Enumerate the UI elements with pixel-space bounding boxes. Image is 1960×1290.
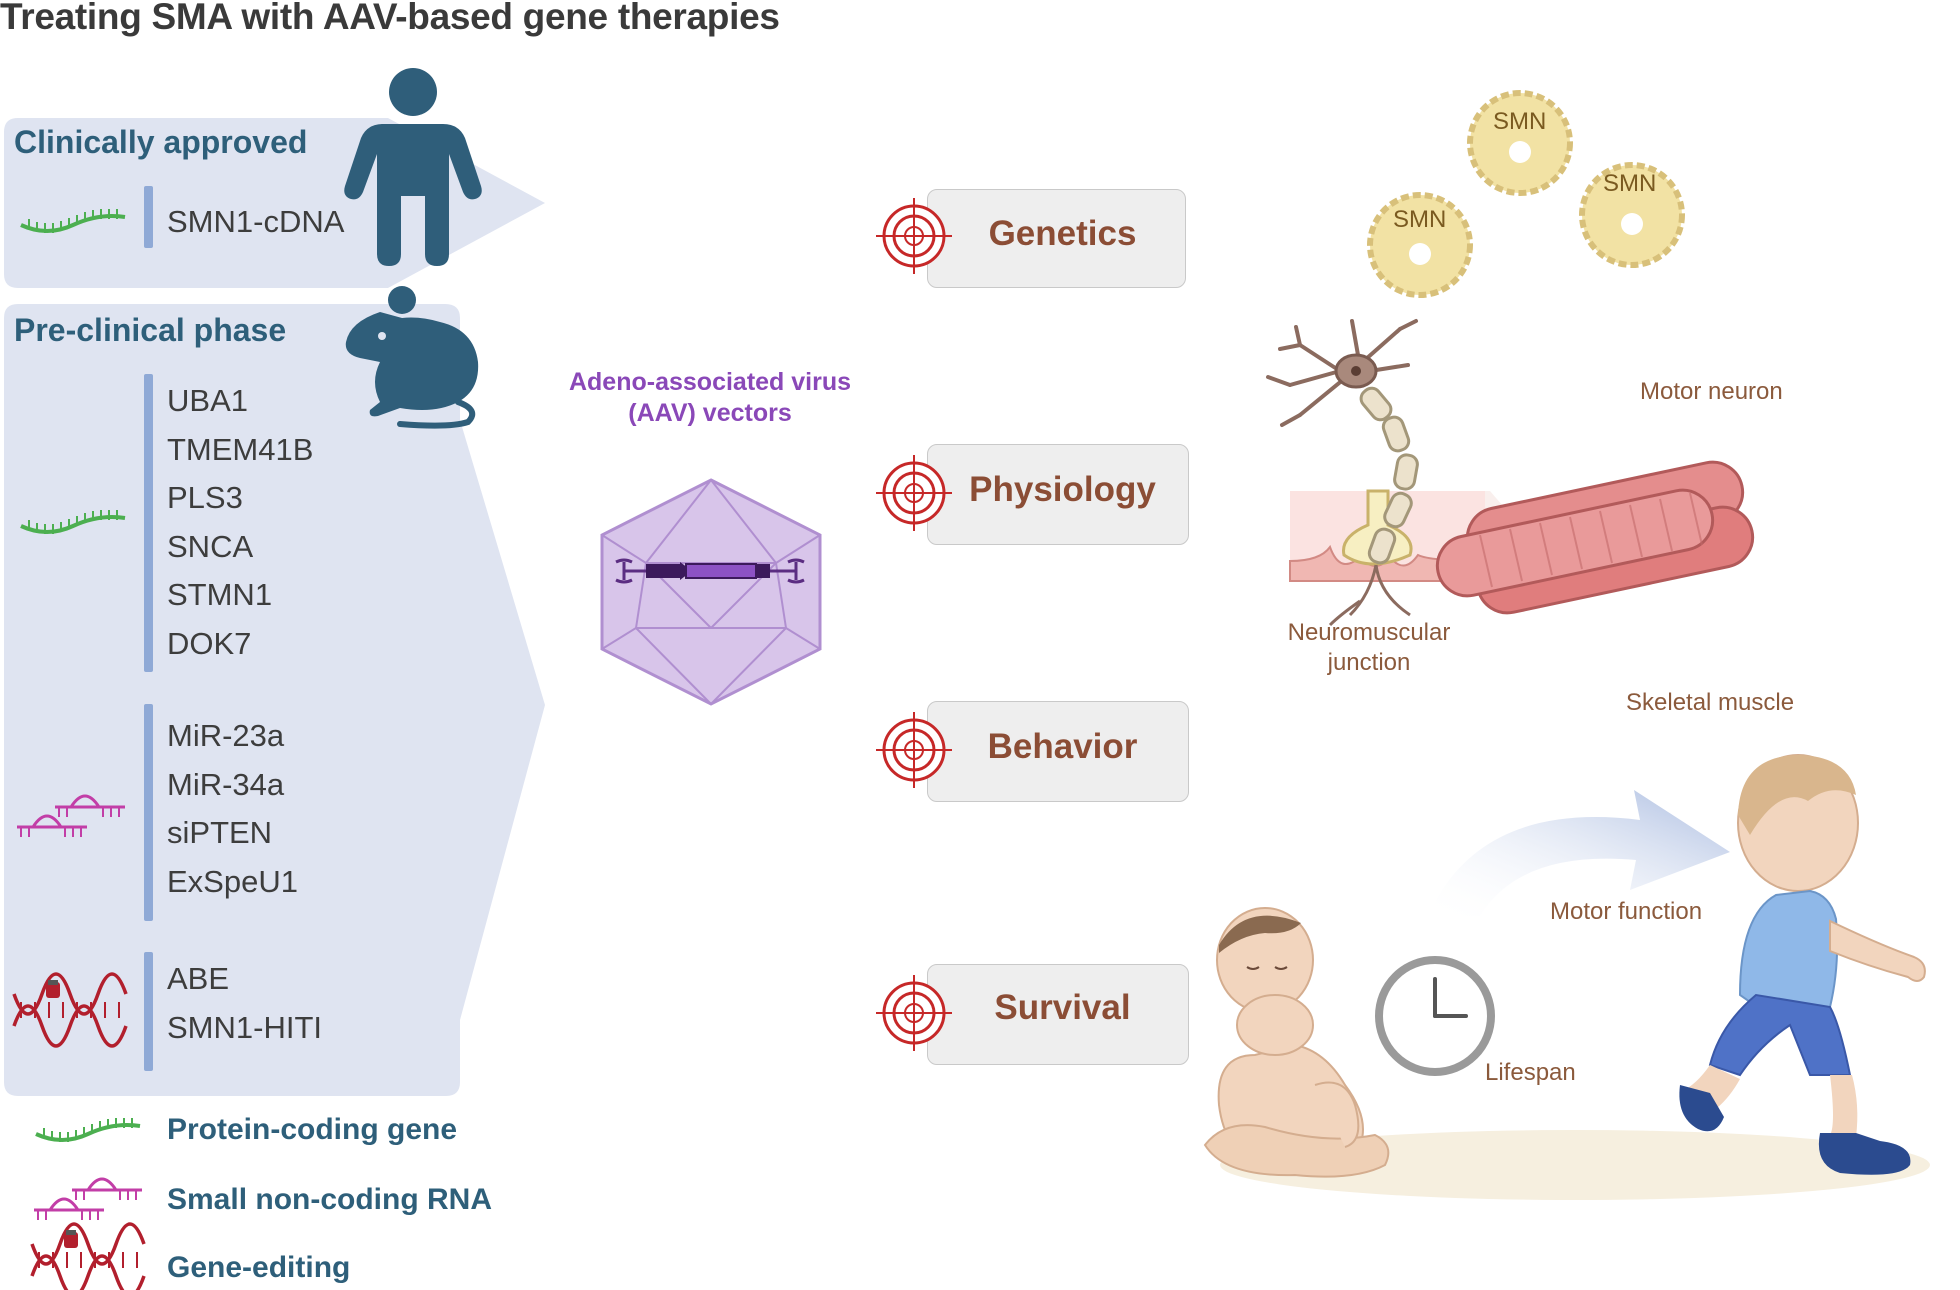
clinical-bar [144, 186, 153, 248]
gene-editing-list: ABE SMN1-HITI [167, 955, 322, 1052]
target-icon [876, 198, 952, 274]
lifespan-label: Lifespan [1485, 1059, 1576, 1086]
target-tag-physiology [927, 444, 1189, 545]
motor-neuron-label: Motor neuron [1640, 378, 1783, 405]
human-icon [344, 68, 482, 266]
gene-strand-icon [20, 209, 126, 233]
small-rna-icon [17, 794, 125, 837]
target-tag-genetics [927, 189, 1186, 288]
dna-helix-icon [12, 972, 128, 1048]
nmj-label-line2: junction [1327, 649, 1411, 676]
target-tag-behavior [927, 701, 1189, 802]
baby-icon [1203, 907, 1390, 1178]
nmj-label: Neuromuscular junction [1274, 618, 1464, 678]
small-rna-list: MiR-23a MiR-34a siPTEN ExSpeU1 [167, 712, 298, 906]
nmj-label-line1: Neuromuscular [1287, 619, 1451, 646]
aav-label-line2: (AAV) vectors [628, 399, 792, 427]
target-behavior: Behavior [987, 727, 1138, 766]
motor-neuron-muscle-illustration [1266, 319, 1755, 627]
target-icon [876, 975, 952, 1051]
gene-item: STMN1 [167, 577, 273, 612]
edit-item: SMN1-HITI [167, 1009, 322, 1045]
small-rna-icon [34, 1177, 142, 1220]
motor-function-label: Motor function [1550, 898, 1703, 925]
mouse-icon [345, 286, 479, 429]
smn-label: SMN [1393, 206, 1447, 233]
rna-item: MiR-34a [167, 766, 285, 802]
gene-item: SNCA [167, 528, 254, 564]
smn-protein-icon [1367, 192, 1473, 298]
rna-item: ExSpeU1 [167, 863, 298, 899]
aav-label-line1: Adeno-associated virus [568, 368, 852, 396]
smn-label: SMN [1603, 170, 1657, 197]
rna-item: siPTEN [167, 815, 273, 850]
smn-protein-icon [1467, 90, 1573, 196]
skeletal-muscle-label: Skeletal muscle [1626, 689, 1795, 716]
aav-label: Adeno-associated virus (AAV) vectors [540, 367, 880, 429]
smn-protein-icon [1579, 162, 1685, 268]
rna-item: MiR-23a [167, 718, 285, 753]
smn-label: SMN [1493, 108, 1547, 135]
figure-title: Treating SMA with AAV-based gene therapi… [0, 0, 780, 37]
legend-gene-editing: Gene-editing [167, 1251, 351, 1284]
gene-item: DOK7 [167, 625, 252, 661]
ground-shadow [1220, 1130, 1930, 1200]
protein-coding-bar [144, 374, 153, 672]
clinical-heading: Clinically approved [14, 124, 308, 160]
clock-icon [1375, 956, 1495, 1076]
gene-editing-bar [144, 952, 153, 1071]
legend-small-rna: Small non-coding RNA [167, 1183, 492, 1216]
target-survival: Survival [994, 988, 1131, 1027]
dna-helix-icon [30, 1222, 146, 1290]
edit-item: ABE [167, 961, 230, 996]
target-tag-survival [927, 964, 1189, 1065]
preclinical-heading: Pre-clinical phase [14, 312, 287, 348]
gene-strand-icon [35, 1118, 141, 1142]
protein-coding-list: UBA1 TMEM41B PLS3 SNCA STMN1 DOK7 [167, 377, 313, 668]
gene-item: TMEM41B [167, 431, 314, 467]
growth-arrow-icon [1428, 790, 1730, 916]
target-physiology: Physiology [969, 470, 1156, 509]
gene-item: UBA1 [167, 383, 248, 418]
target-icon [876, 712, 952, 788]
target-icon [876, 455, 952, 531]
gene-item: PLS3 [167, 480, 243, 515]
target-genetics: Genetics [988, 214, 1137, 253]
aav-capsid-icon [600, 478, 822, 706]
small-rna-bar [144, 704, 153, 921]
legend-protein-coding: Protein-coding gene [167, 1113, 458, 1146]
gene-strand-icon [20, 510, 126, 534]
clinical-gene: SMN1-cDNA [167, 204, 345, 239]
toddler-icon [1679, 754, 1926, 1175]
